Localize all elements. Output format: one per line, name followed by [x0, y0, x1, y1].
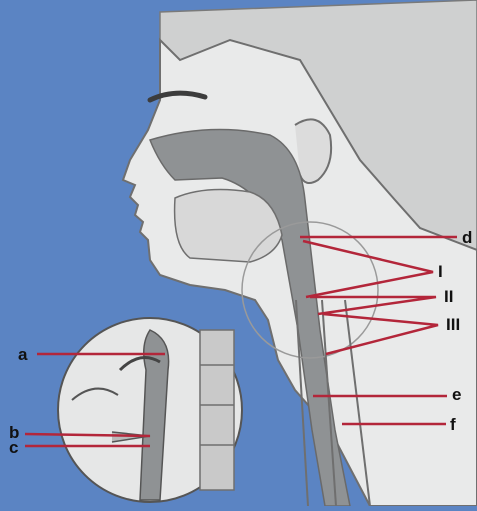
label-e: e	[452, 385, 461, 404]
larynx-inset	[58, 318, 242, 502]
label-c: c	[9, 438, 18, 457]
label-f: f	[450, 415, 456, 434]
label-II: II	[444, 287, 453, 306]
label-I: I	[438, 262, 443, 281]
label-a: a	[18, 345, 28, 364]
label-d: d	[462, 228, 472, 247]
inset-vertebrae	[200, 330, 234, 490]
label-III: III	[446, 315, 460, 334]
